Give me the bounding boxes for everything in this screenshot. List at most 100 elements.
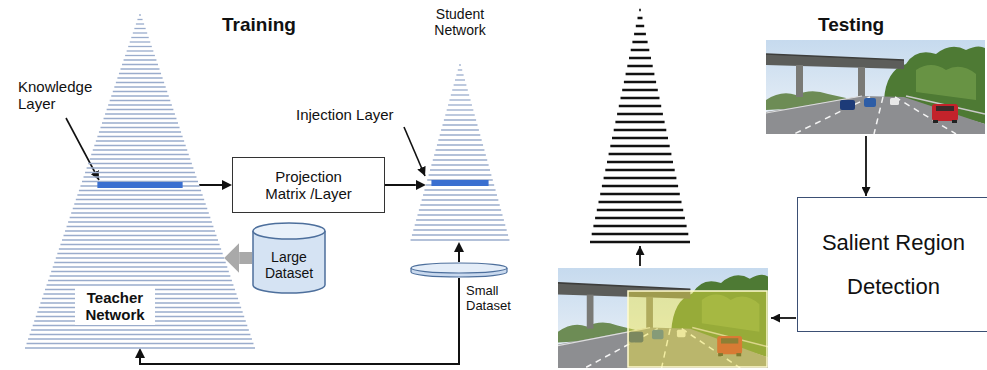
network-layer xyxy=(48,280,232,281)
network-layer xyxy=(47,284,234,285)
network-layer xyxy=(136,23,144,24)
network-layer xyxy=(87,167,194,168)
network-layer xyxy=(102,122,178,123)
data-flow-arrow xyxy=(239,252,252,264)
network-layer xyxy=(438,139,481,140)
network-layer xyxy=(74,203,205,204)
network-layer xyxy=(94,145,185,146)
network-layer xyxy=(447,109,474,110)
student-network: Student Network xyxy=(405,6,515,242)
layer-label: Injection Layer xyxy=(296,106,394,123)
network-layer xyxy=(131,37,148,38)
network-layer xyxy=(28,338,252,339)
dataset-cylinder: Large Dataset xyxy=(252,222,326,294)
network-layer xyxy=(119,73,161,74)
network-layer xyxy=(416,219,504,220)
network-layer xyxy=(124,59,157,60)
network-layer xyxy=(418,214,503,215)
network-layer xyxy=(114,86,165,87)
network-layer xyxy=(451,94,469,95)
network-layer xyxy=(423,194,497,195)
network-layer xyxy=(77,194,202,195)
network-layer xyxy=(82,181,198,182)
network-layer xyxy=(116,82,164,83)
network-layer xyxy=(433,159,487,160)
network-layer xyxy=(130,41,151,42)
network-layer xyxy=(127,50,154,51)
network-layer xyxy=(419,209,501,210)
network-layer xyxy=(97,136,182,137)
network-layer xyxy=(84,176,197,177)
teacher-network: Teacher Network xyxy=(25,12,255,348)
network-layer xyxy=(413,229,506,230)
network-layer xyxy=(117,77,162,78)
test-network xyxy=(590,10,690,242)
network-layer xyxy=(104,118,177,119)
network-layer xyxy=(107,109,174,110)
network-layer xyxy=(59,248,221,249)
label-holder: Training xyxy=(222,14,296,36)
network-layer xyxy=(65,230,215,231)
network-layer xyxy=(448,104,472,105)
network-layer xyxy=(67,226,214,227)
box-label: Projection Matrix /Layer xyxy=(259,168,359,203)
network-layer xyxy=(449,99,470,100)
network-layer xyxy=(62,239,218,240)
network-layer xyxy=(96,140,184,141)
highlighted-layer xyxy=(97,182,182,188)
network-layer xyxy=(57,253,222,254)
flow-arrow xyxy=(771,317,796,319)
dataset-name: Large Dataset xyxy=(257,249,321,281)
network-layer xyxy=(122,64,158,65)
network-layer xyxy=(440,134,481,135)
network-layer xyxy=(458,69,462,70)
network-layer xyxy=(70,217,211,218)
section-heading: Training xyxy=(222,14,296,36)
network-layer xyxy=(93,149,187,150)
network-layer xyxy=(429,174,492,175)
network-layer xyxy=(412,234,508,235)
network-layer xyxy=(100,127,179,128)
process-box: Salient Region Detection xyxy=(797,197,987,332)
network-layer xyxy=(53,266,228,267)
cylinder-body xyxy=(253,231,325,293)
network-layer xyxy=(91,154,189,155)
highlighted-layer xyxy=(431,180,488,186)
dataset-disk: Small Dataset xyxy=(410,262,508,278)
dataset-name: Small Dataset xyxy=(466,284,518,314)
salient-region xyxy=(628,291,767,367)
network-layer xyxy=(76,199,204,200)
network-layer xyxy=(434,154,486,155)
layer-label: Knowledge Layer xyxy=(18,78,100,113)
network-layer xyxy=(30,334,251,335)
cylinder-top xyxy=(253,223,325,239)
network-layer xyxy=(454,84,467,85)
network-layer xyxy=(25,347,255,348)
network-layer xyxy=(436,149,485,150)
network-layer xyxy=(452,89,468,90)
network-layer xyxy=(54,262,225,263)
input-image xyxy=(766,40,985,134)
network-layer xyxy=(111,95,169,96)
network-layer xyxy=(420,204,499,205)
network-layer xyxy=(99,131,181,132)
network-layer xyxy=(455,79,465,80)
leader-arrow xyxy=(404,127,425,176)
network-layer xyxy=(33,325,248,326)
network-layer xyxy=(139,14,141,15)
network-layer xyxy=(60,244,219,245)
network-layer xyxy=(430,169,490,170)
network-layer xyxy=(125,55,155,56)
label-holder: Testing xyxy=(818,14,884,36)
network-layer xyxy=(51,271,229,272)
student-network-shape xyxy=(405,6,515,242)
network-layer xyxy=(105,113,175,114)
network-layer xyxy=(431,164,488,165)
network-layer xyxy=(424,189,495,190)
network-layer xyxy=(110,100,171,101)
network-layer xyxy=(444,119,476,120)
connector-arrow xyxy=(458,252,460,262)
network-layer xyxy=(443,124,478,125)
